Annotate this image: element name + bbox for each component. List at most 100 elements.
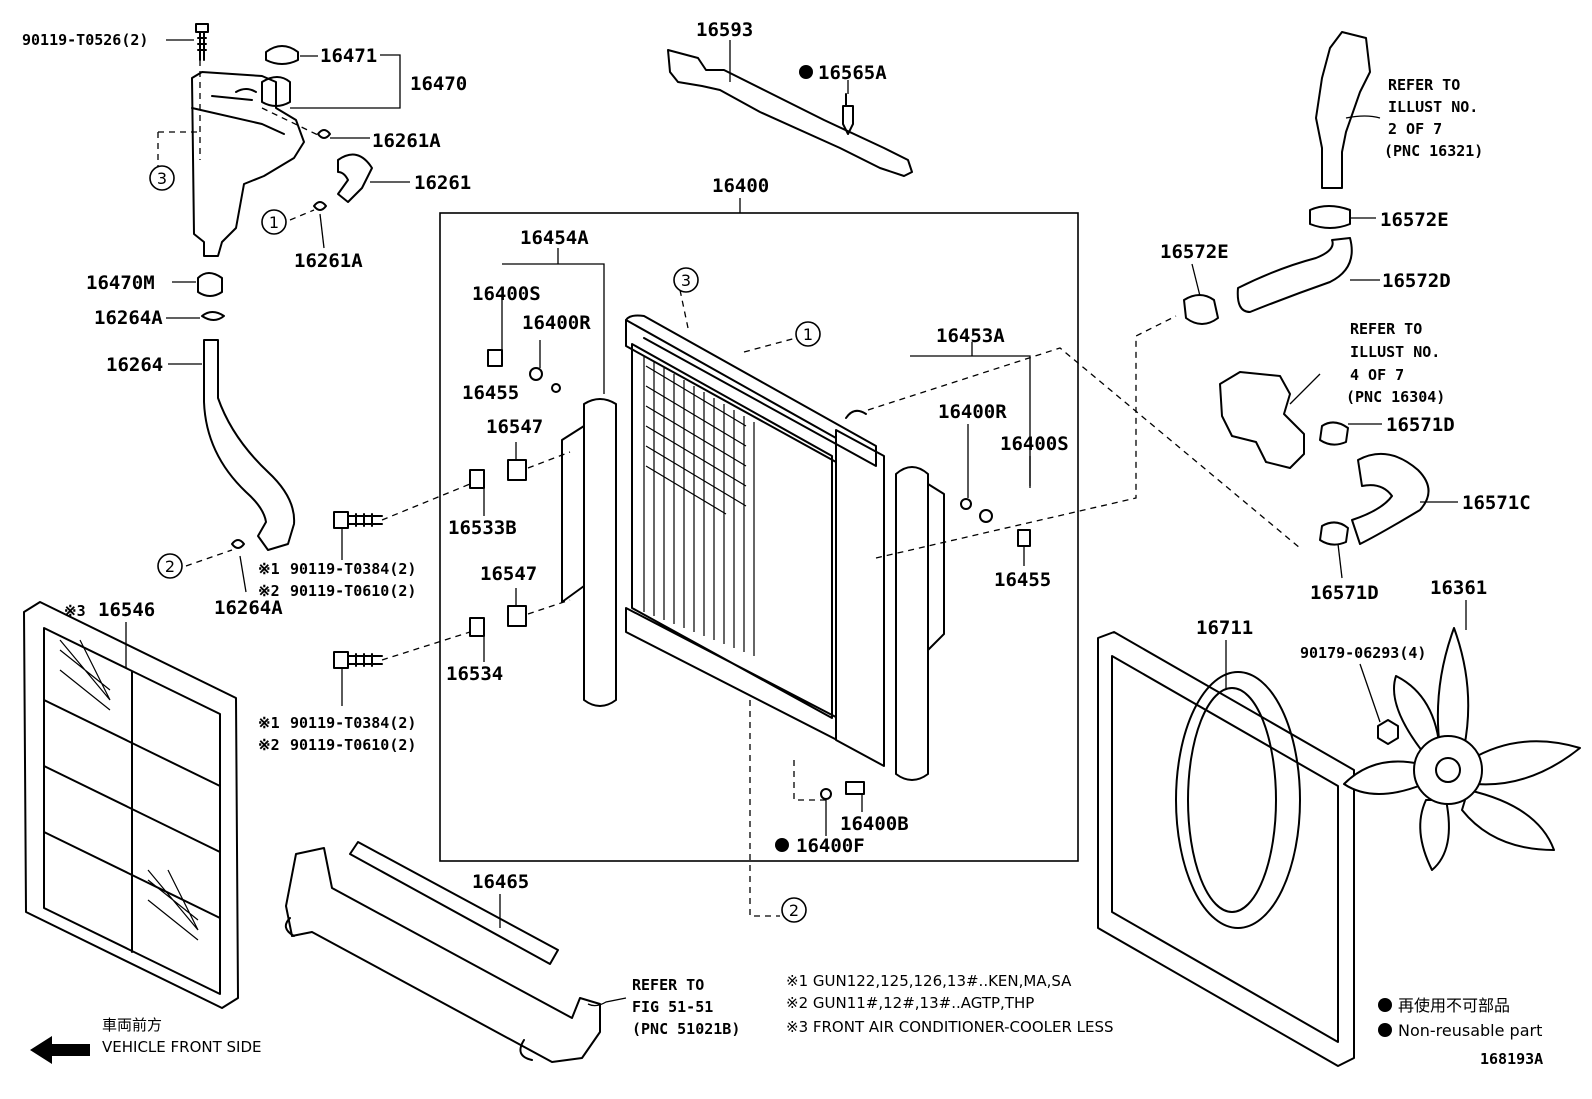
bolt-note-upper-2: 90119-T0610(2)	[290, 582, 416, 600]
refer-notes: REFER TO ILLUST NO. 2 OF 7 (PNC 16321) R…	[632, 76, 1483, 1038]
fan-blade	[1436, 627, 1470, 749]
label-16454A: 16454A	[520, 227, 589, 249]
water-pump-drawing	[1219, 371, 1305, 469]
label-16400: 16400	[712, 175, 769, 197]
right-support-drawing	[895, 466, 945, 781]
fan-group	[1343, 600, 1581, 871]
grille-note-mark: ※3	[64, 602, 86, 620]
front-direction-arrow	[30, 1036, 90, 1064]
label-16261A-bot: 16261A	[294, 250, 363, 272]
refer2-line1: REFER TO	[1388, 76, 1460, 94]
label-16534: 16534	[446, 663, 503, 685]
bolt-note-lower-2: 90119-T0610(2)	[290, 736, 416, 754]
hose-16261-drawing	[337, 153, 373, 203]
hose-16571C-drawing	[1351, 453, 1430, 545]
circle-2-bottom: 2	[789, 901, 799, 920]
hose-16572D-drawing	[1236, 237, 1353, 313]
footnote-1: ※1 GUN122,125,126,13#..KEN,MA,SA	[786, 972, 1072, 990]
bolt-notes: ※1 90119-T0384(2) ※2 90119-T0610(2) ※1 9…	[64, 560, 416, 754]
footnotes: ※1 GUN122,125,126,13#..KEN,MA,SA ※2 GUN1…	[786, 972, 1114, 1036]
non-reusable-dot-16565A	[799, 65, 813, 79]
reservoir-tank-group	[157, 23, 410, 593]
refer4-line1: REFER TO	[1350, 320, 1422, 338]
footnote-3: ※3 FRONT AIR CONDITIONER-COOLER LESS	[786, 1018, 1114, 1036]
label-16455-left: 16455	[462, 382, 519, 404]
label-16400R-right: 16400R	[938, 401, 1007, 423]
leader-dashes	[749, 315, 1301, 917]
label-16546: 16546	[98, 599, 155, 621]
footnote-2: ※2 GUN11#,12#,13#..AGTP,THP	[786, 994, 1034, 1012]
label-16400R-left: 16400R	[522, 312, 591, 334]
bolt-note-lower-1-mark: ※1	[258, 714, 280, 732]
bolt-drawing	[195, 23, 209, 61]
label-16470: 16470	[410, 73, 467, 95]
refer51-line2: FIG 51-51	[632, 998, 713, 1016]
direction-en: VEHICLE FRONT SIDE	[102, 1038, 262, 1056]
label-16571D-bot: 16571D	[1310, 582, 1379, 604]
non-reusable-dot-16400F	[775, 838, 789, 852]
circle-3-left: 3	[157, 169, 167, 188]
label-16400S-right: 16400S	[1000, 433, 1069, 455]
refer4-line2: ILLUST NO.	[1350, 343, 1440, 361]
label-16264A-top: 16264A	[94, 307, 163, 329]
label-16400S-left: 16400S	[472, 283, 541, 305]
legend-dot-jp	[1378, 998, 1392, 1012]
legend-en: Non-reusable part	[1398, 1021, 1542, 1040]
label-16465: 16465	[472, 871, 529, 893]
reservoir-cap-drawing	[265, 45, 299, 65]
lower-support-group	[284, 841, 627, 1063]
legend-dot-en	[1378, 1023, 1392, 1037]
hose-16264-drawing	[203, 339, 296, 551]
support-bracket-drawing	[667, 49, 913, 177]
upper-support-group	[667, 40, 913, 177]
label-16571D-top: 16571D	[1386, 414, 1455, 436]
label-16361: 16361	[1430, 577, 1487, 599]
label-16547-bot: 16547	[480, 563, 537, 585]
circled-references: 3 1 2 3 1 2	[149, 165, 821, 923]
label-16533B: 16533B	[448, 517, 517, 539]
label-16471: 16471	[320, 45, 377, 67]
label-16453A: 16453A	[936, 325, 1005, 347]
legend-jp: 再使用不可部品	[1398, 996, 1510, 1015]
refer51-line3: (PNC 51021B)	[632, 1020, 740, 1038]
label-90119-T0526: 90119-T0526(2)	[22, 31, 148, 49]
label-16572E-left: 16572E	[1160, 241, 1229, 263]
part-labels: 90119-T0526(2) 16471 16470 16261A 16261 …	[22, 19, 1531, 893]
label-16470M: 16470M	[86, 272, 155, 294]
label-16572E-top: 16572E	[1380, 209, 1449, 231]
label-16264: 16264	[106, 354, 163, 376]
water-inlet-drawing	[1315, 31, 1371, 189]
circle-2-left: 2	[165, 557, 175, 576]
label-16400F: 16400F	[796, 835, 865, 857]
bolt-note-lower-2-mark: ※2	[258, 736, 280, 754]
refer2-line3: 2 OF 7	[1388, 120, 1442, 138]
circle-1-radiator: 1	[803, 325, 813, 344]
reservoir-tank-drawing	[191, 71, 305, 257]
label-16264A-bot: 16264A	[214, 597, 283, 619]
label-16261: 16261	[414, 172, 471, 194]
label-16455-right: 16455	[994, 569, 1051, 591]
label-16547-top: 16547	[486, 416, 543, 438]
right-hoses-group	[1183, 31, 1458, 579]
refer4-line3: 4 OF 7	[1350, 366, 1404, 384]
bolt-note-upper-1: 90119-T0384(2)	[290, 560, 416, 578]
radiator-assembly-box	[439, 198, 1079, 862]
label-16571C: 16571C	[1462, 492, 1531, 514]
refer51-line1: REFER TO	[632, 976, 704, 994]
fan-shroud-group	[1097, 631, 1355, 1067]
lower-support-drawing	[285, 847, 601, 1063]
label-16572D: 16572D	[1382, 270, 1451, 292]
direction-jp: 車両前方	[102, 1016, 162, 1034]
circle-3-radiator: 3	[681, 271, 691, 290]
bolt-note-lower-1: 90119-T0384(2)	[290, 714, 416, 732]
label-90179-06293: 90179-06293(4)	[1300, 644, 1426, 662]
left-support-drawing	[561, 398, 617, 707]
bolt-note-upper-2-mark: ※2	[258, 582, 280, 600]
label-16261A-top: 16261A	[372, 130, 441, 152]
fan-shroud-drawing	[1097, 631, 1355, 1067]
label-16711: 16711	[1196, 617, 1253, 639]
radiator-side-tank	[835, 429, 885, 767]
radiator-bolts	[333, 451, 571, 706]
